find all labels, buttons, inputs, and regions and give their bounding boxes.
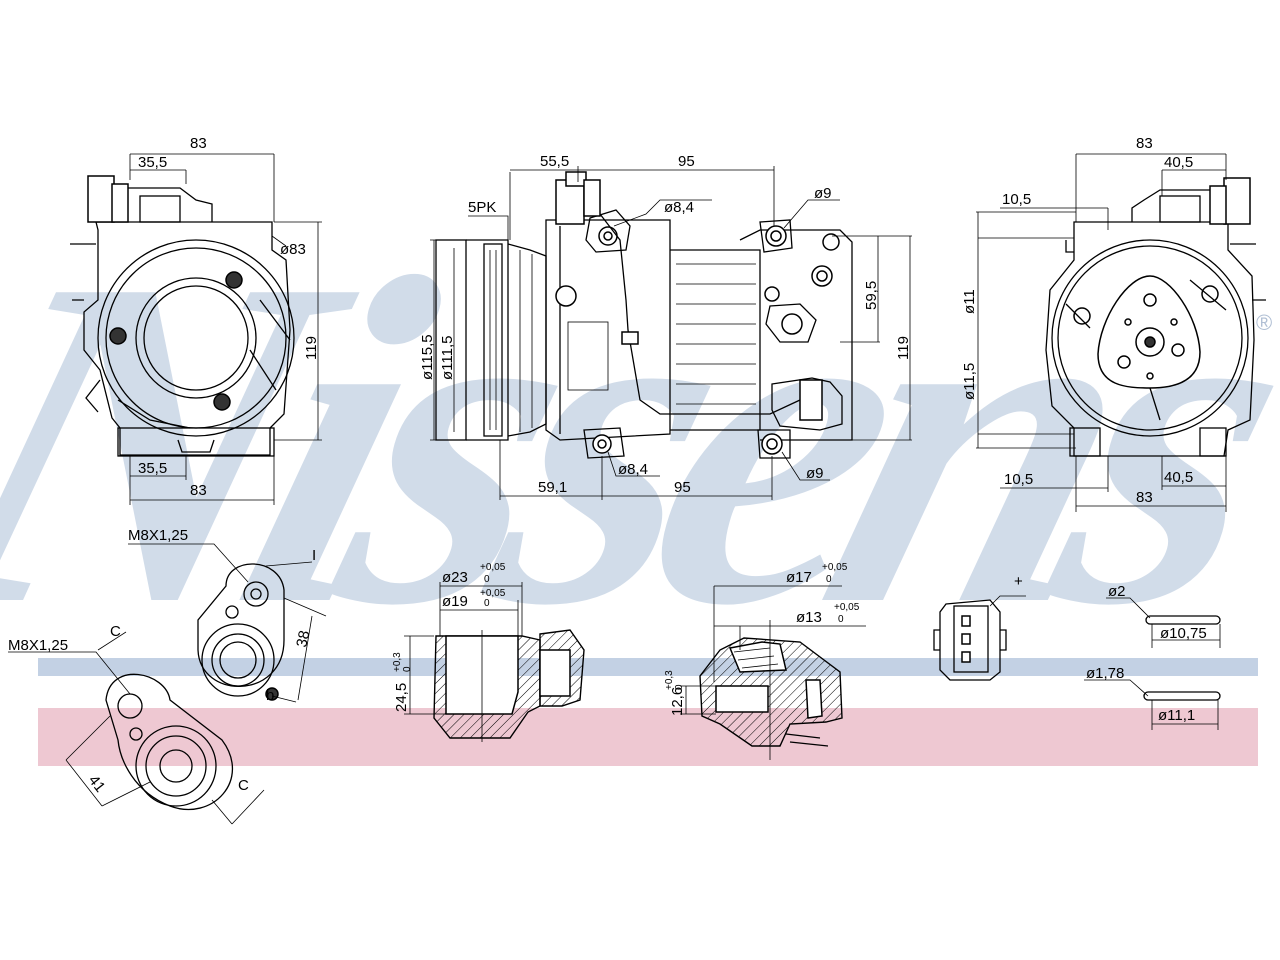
section-right-tol-inner-plus: +0,05 bbox=[834, 602, 860, 613]
side-dim-top-left: 55,5 bbox=[540, 153, 569, 170]
side-label-belt: 5PK bbox=[468, 199, 496, 216]
section-left-depth: 24,5 bbox=[393, 683, 410, 712]
front-dim-top-width: 83 bbox=[190, 135, 207, 152]
o-rings: ø2 ø10,75 ø1,78 ø11,1 bbox=[1084, 583, 1221, 730]
side-dim-bottom-left: 59,1 bbox=[538, 479, 567, 496]
fitting-upper-dim: 38 bbox=[293, 629, 313, 649]
side-dim-height-total: 119 bbox=[895, 336, 912, 360]
rear-dim-vert-upper: ø11 bbox=[961, 289, 978, 314]
watermark-registered-mark: ® bbox=[1256, 310, 1272, 335]
connector-polarity: + bbox=[1014, 573, 1023, 590]
oring-large-cross: ø1,78 bbox=[1086, 665, 1124, 682]
section-right-tol-outer-zero: 0 bbox=[826, 574, 832, 585]
side-dim-top-right: 95 bbox=[678, 153, 695, 170]
side-dim-height-right: 59,5 bbox=[863, 281, 880, 310]
side-dim-pulley-inner: ø111,5 bbox=[439, 336, 456, 380]
section-left-dia-outer: ø23 bbox=[442, 569, 468, 586]
fitting-upper-mark-i: I bbox=[312, 547, 316, 564]
rear-view: 83 40,5 10,5 ø11 ø11,5 10,5 40,5 83 bbox=[961, 135, 1266, 512]
rear-dim-bottom-offset: 40,5 bbox=[1164, 469, 1193, 486]
section-left-dia-inner: ø19 bbox=[442, 593, 468, 610]
side-dim-hole-bottom: ø8,4 bbox=[618, 461, 648, 478]
section-left-depth-tol-zero: 0 bbox=[402, 666, 413, 672]
oring-large-inner: ø11,1 bbox=[1158, 707, 1195, 724]
front-dim-bottom-offset: 35,5 bbox=[138, 460, 167, 477]
side-dim-hole-top: ø8,4 bbox=[664, 199, 694, 216]
section-right-depth-tol-zero: 0 bbox=[674, 684, 685, 690]
watermark-band-blue bbox=[38, 658, 1258, 676]
section-left-depth-tol-plus: +0,3 bbox=[392, 652, 403, 672]
fitting-upper: M8X1,25 I 38 b bbox=[128, 527, 327, 704]
electrical-connector: + bbox=[933, 573, 1026, 681]
side-dim-hole-bottom-right: ø9 bbox=[806, 465, 824, 482]
watermark-text: Nissens bbox=[0, 182, 1280, 702]
section-left-tol-inner-plus: +0,05 bbox=[480, 588, 506, 599]
watermark-band-red bbox=[38, 708, 1258, 766]
front-dim-bottom-width: 83 bbox=[190, 482, 207, 499]
side-dim-hole-top-right: ø9 bbox=[814, 185, 832, 202]
front-dim-pulley-dia: ø83 bbox=[280, 241, 306, 258]
rear-dim-vert-lower: ø11,5 bbox=[961, 363, 978, 400]
side-dim-pulley-outer: ø115,5 bbox=[419, 334, 436, 380]
section-left: ø23 +0,05 0 ø19 +0,05 0 24,5 +0,3 0 bbox=[392, 562, 585, 742]
fitting-upper-thread: M8X1,25 bbox=[128, 527, 188, 544]
section-right-dia-outer: ø17 bbox=[786, 569, 812, 586]
side-view: 55,5 95 5PK ø8,4 ø9 ø115,5 ø111,5 59,5 1… bbox=[419, 153, 912, 500]
section-left-tol-inner-zero: 0 bbox=[484, 598, 490, 609]
section-right-tol-outer-plus: +0,05 bbox=[822, 562, 848, 573]
section-right-depth: 12,6 bbox=[669, 687, 686, 716]
side-dim-bottom-right: 95 bbox=[674, 479, 691, 496]
fitting-lower: M8X1,25 C 41 C bbox=[8, 623, 265, 825]
section-left-tol-outer-plus: +0,05 bbox=[480, 562, 506, 573]
fitting-lower-thread: M8X1,25 bbox=[8, 637, 68, 654]
fitting-lower-mark-c2: C bbox=[238, 777, 249, 794]
section-right-depth-tol-plus: +0,3 bbox=[664, 670, 675, 690]
rear-dim-side-bottom: 10,5 bbox=[1004, 471, 1033, 488]
section-right-dia-inner: ø13 bbox=[796, 609, 822, 626]
oring-small-inner: ø10,75 bbox=[1160, 625, 1207, 642]
fitting-lower-mark-c1: C bbox=[110, 623, 121, 640]
front-dim-height: 119 bbox=[303, 336, 320, 360]
fitting-lower-dim: 41 bbox=[85, 772, 109, 796]
rear-dim-top-width: 83 bbox=[1136, 135, 1153, 152]
fitting-upper-mark-b: b bbox=[266, 687, 274, 704]
rear-dim-bottom-width: 83 bbox=[1136, 489, 1153, 506]
rear-dim-side-top: 10,5 bbox=[1002, 191, 1031, 208]
section-left-tol-outer-zero: 0 bbox=[484, 574, 490, 585]
front-view: 83 35,5 ø83 119 35,5 83 bbox=[70, 135, 322, 505]
section-right-tol-inner-zero: 0 bbox=[838, 614, 844, 625]
front-dim-top-offset: 35,5 bbox=[138, 154, 167, 171]
section-right: ø17 +0,05 0 ø13 +0,05 0 12,6 +0,3 0 bbox=[664, 562, 866, 760]
oring-small-cross: ø2 bbox=[1108, 583, 1126, 600]
rear-dim-top-offset: 40,5 bbox=[1164, 154, 1193, 171]
